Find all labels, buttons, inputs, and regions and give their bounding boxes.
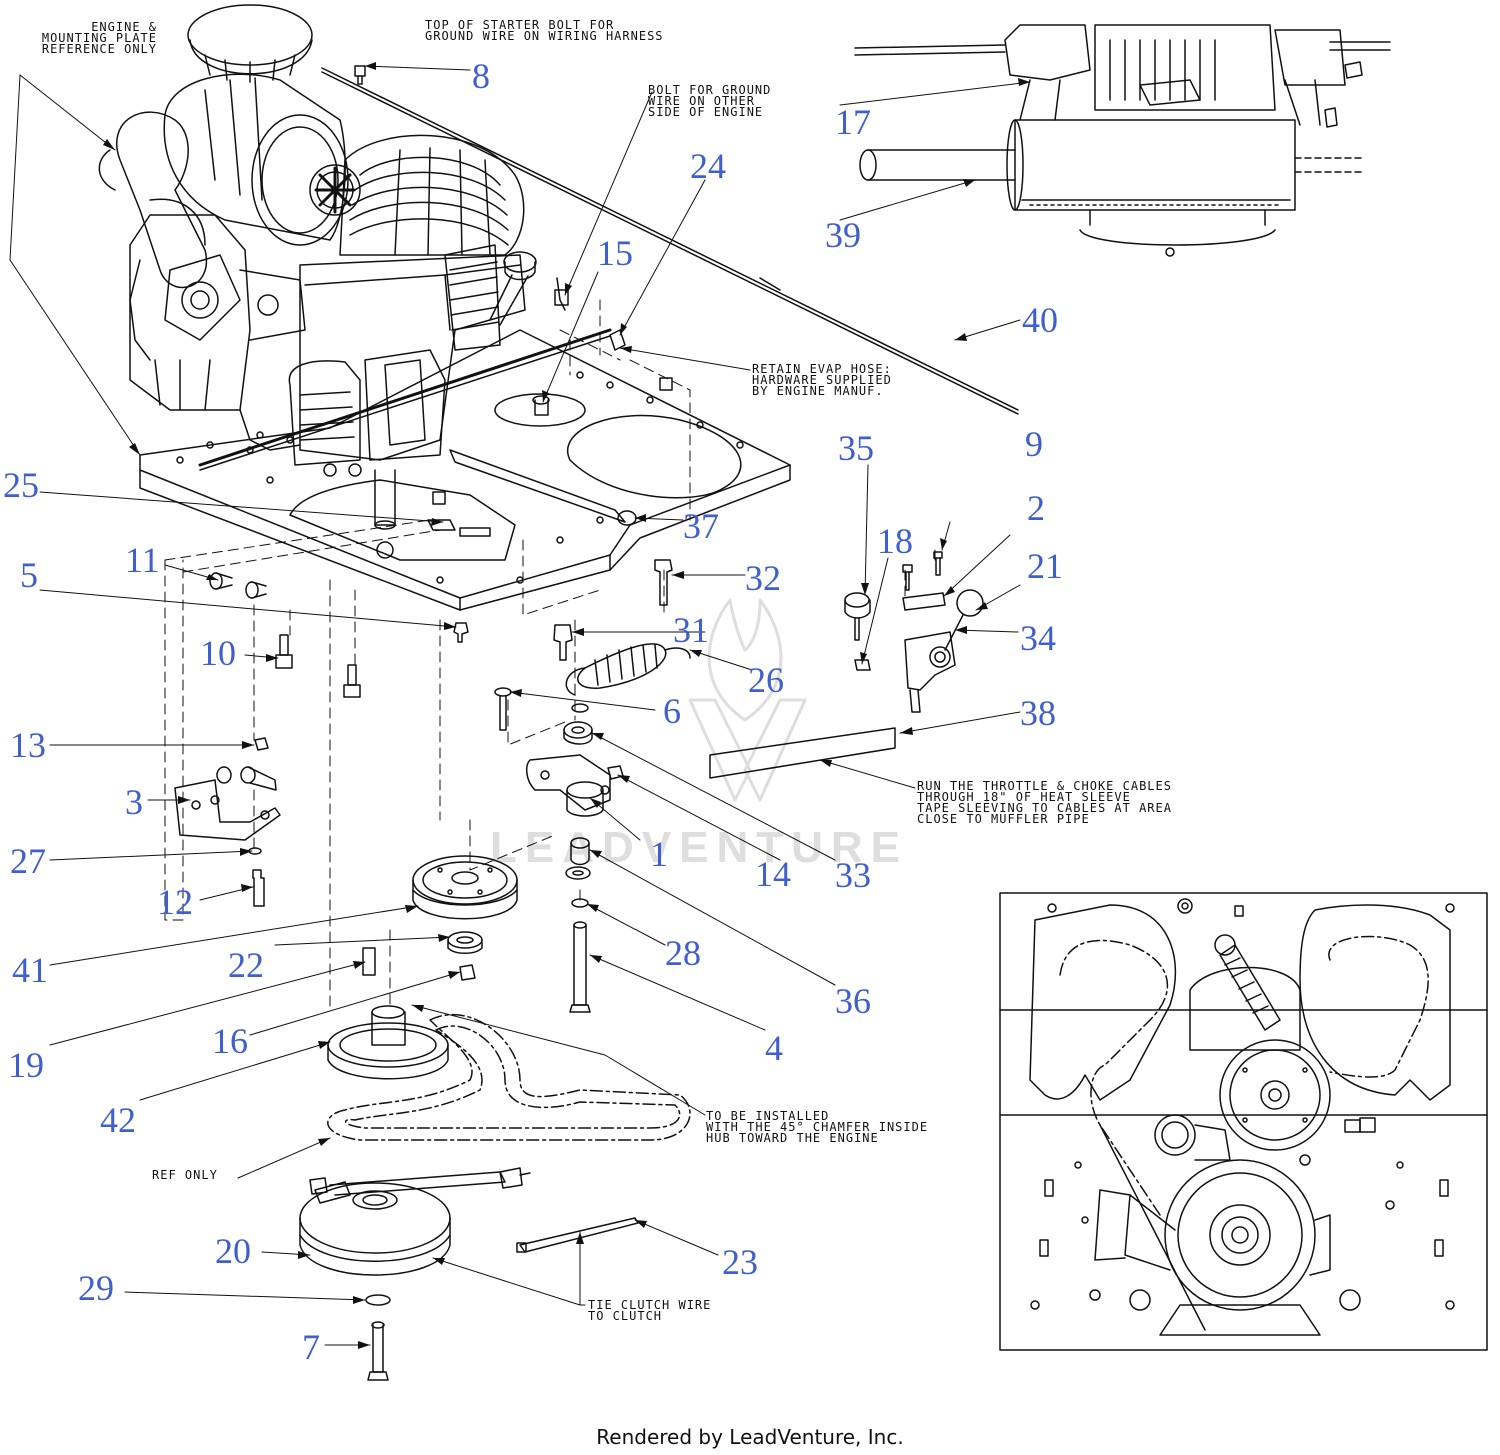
- callout-7[interactable]: 7: [302, 1327, 320, 1367]
- callout-38[interactable]: 38: [1020, 693, 1056, 733]
- callout-20[interactable]: 20: [215, 1231, 251, 1271]
- idler-pulley: [362, 855, 518, 981]
- assembly-guide-lines: [164, 299, 936, 1011]
- arrowheads: [103, 62, 1030, 1349]
- callout-21[interactable]: 21: [1027, 546, 1063, 586]
- callout-15[interactable]: 15: [597, 233, 633, 273]
- top-view-inset: [999, 892, 1488, 1351]
- callout-35[interactable]: 35: [838, 428, 874, 468]
- note-starter-bolt: TOP OF STARTER BOLT FOR GROUND WIRE ON W…: [425, 18, 664, 43]
- throttle-control-group: [844, 551, 984, 713]
- callout-17[interactable]: 17: [835, 102, 871, 142]
- callout-22[interactable]: 22: [228, 945, 264, 985]
- callout-10[interactable]: 10: [200, 633, 236, 673]
- note-chamfer: TO BE INSTALLED WITH THE 45° CHAMFER INS…: [706, 1109, 929, 1145]
- callout-25[interactable]: 25: [3, 465, 39, 505]
- heat-sleeve: [709, 727, 896, 779]
- note-evap-hose: RETAIN EVAP HOSE: HARDWARE SUPPLIED BY E…: [752, 362, 892, 398]
- tie-wrap: [519, 1217, 639, 1253]
- note-tie-clutch-wire: TIE CLUTCH WIRE TO CLUTCH: [588, 1298, 712, 1323]
- callout-26[interactable]: 26: [748, 660, 784, 700]
- callout-4[interactable]: 4: [765, 1028, 783, 1068]
- callout-19[interactable]: 19: [8, 1045, 44, 1085]
- note-engine-reference: ENGINE & MOUNTING PLATE REFERENCE ONLY: [41, 20, 157, 56]
- callout-12[interactable]: 12: [157, 882, 193, 922]
- fasteners-upper: [209, 65, 673, 698]
- callout-32[interactable]: 32: [745, 558, 781, 598]
- engine-pulley: [327, 1005, 449, 1080]
- callout-3[interactable]: 3: [125, 782, 143, 822]
- note-throttle-cables: RUN THE THROTTLE & CHOKE CABLES THROUGH …: [917, 779, 1172, 826]
- callout-1[interactable]: 1: [650, 834, 668, 874]
- callout-24[interactable]: 24: [690, 146, 726, 186]
- callout-37[interactable]: 37: [683, 506, 719, 546]
- electric-clutch: [299, 1167, 531, 1381]
- callout-42[interactable]: 42: [100, 1100, 136, 1140]
- callout-33[interactable]: 33: [835, 855, 871, 895]
- callout-9[interactable]: 9: [1025, 424, 1043, 464]
- callout-28[interactable]: 28: [665, 933, 701, 973]
- watermark-logo: [688, 598, 807, 802]
- callout-11[interactable]: 11: [125, 540, 160, 580]
- watermark-text: LEADVENTURE: [490, 823, 908, 872]
- tie-wrap-head: [516, 1242, 527, 1253]
- callout-40[interactable]: 40: [1022, 300, 1058, 340]
- callout-29[interactable]: 29: [78, 1268, 114, 1308]
- callout-23[interactable]: 23: [722, 1242, 758, 1282]
- callout-2[interactable]: 2: [1027, 488, 1045, 528]
- ground-wire: [321, 67, 1019, 415]
- callout-16[interactable]: 16: [212, 1021, 248, 1061]
- callout-27[interactable]: 27: [10, 841, 46, 881]
- callout-8[interactable]: 8: [472, 56, 490, 96]
- bracket-assembly: [174, 737, 281, 907]
- engine-assembly: [98, 4, 537, 530]
- idler-assembly: [494, 643, 691, 1013]
- callout-41[interactable]: 41: [12, 950, 48, 990]
- callout-18[interactable]: 18: [877, 521, 913, 561]
- note-ground-bolt: BOLT FOR GROUND WIRE ON OTHER SIDE OF EN…: [648, 83, 772, 119]
- muffler-inset: [854, 24, 1391, 257]
- callout-6[interactable]: 6: [663, 691, 681, 731]
- note-ref-only: REF ONLY: [152, 1168, 218, 1182]
- drive-belt: [327, 1014, 691, 1141]
- footer-credit: Rendered by LeadVenture, Inc.: [596, 1425, 904, 1449]
- callout-13[interactable]: 13: [10, 725, 46, 765]
- callout-39[interactable]: 39: [825, 215, 861, 255]
- callout-numbers: 8 17 39 24 15 40 25 37 35 9 2 18 21 11 5…: [3, 56, 1063, 1367]
- callout-31[interactable]: 31: [673, 610, 709, 650]
- mounting-plate: [139, 328, 791, 611]
- callout-36[interactable]: 36: [835, 981, 871, 1021]
- callout-14[interactable]: 14: [755, 854, 791, 894]
- callout-5[interactable]: 5: [20, 555, 38, 595]
- callout-34[interactable]: 34: [1020, 618, 1056, 658]
